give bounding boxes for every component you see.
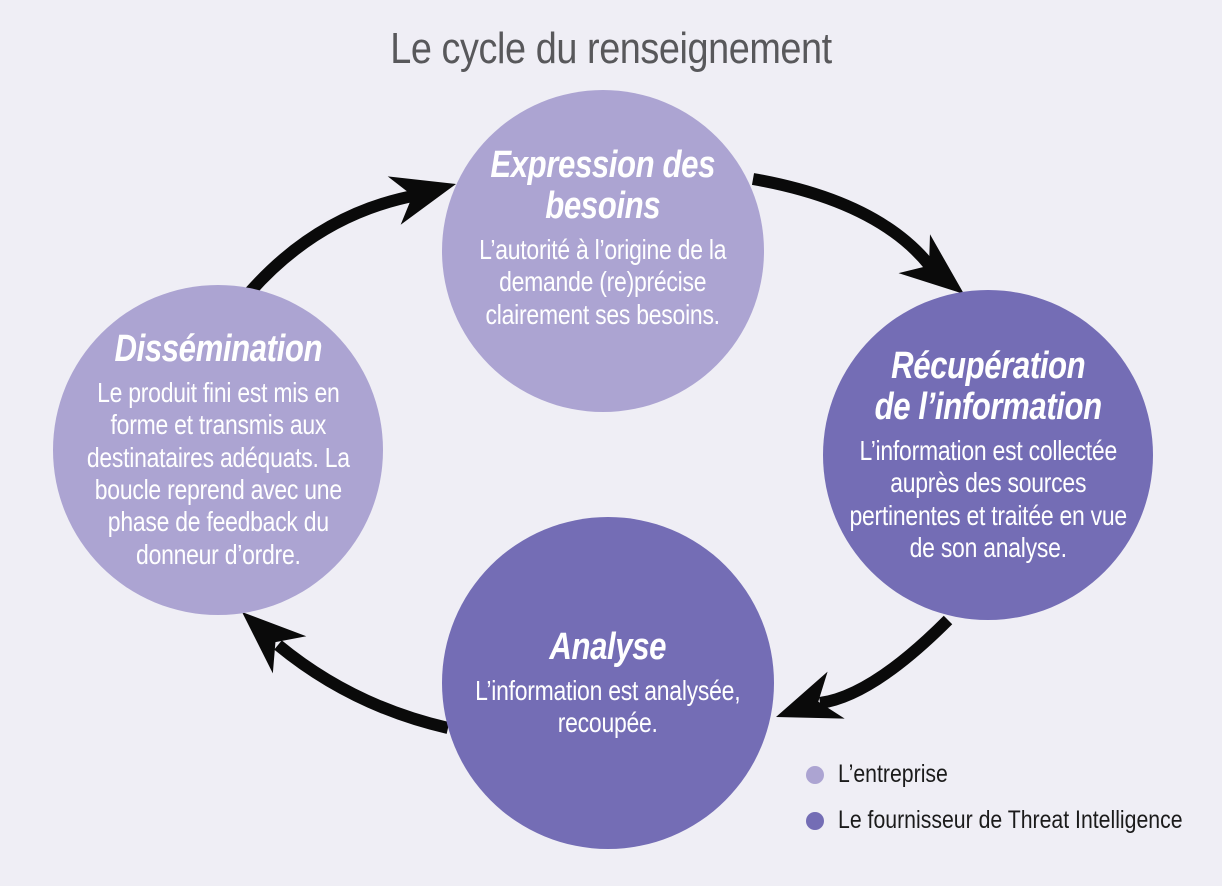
legend-item-fournisseur: Le fournisseur de Threat Intelligence — [806, 806, 1222, 835]
step-recuperation-text: Récupération de l’information L’informat… — [849, 344, 1127, 565]
step-description: L’information est analysée, recoupée. — [475, 674, 741, 739]
step-analyse-text: Analyse L’information est analysée, reco… — [475, 625, 741, 740]
step-expression-des-besoins-circle: Expression des besoins L’autorité à l’or… — [442, 90, 764, 412]
step-title: Analyse — [549, 625, 667, 668]
arrow-dissemination-to-expression-icon — [245, 176, 456, 296]
arrow-recuperation-to-analyse-icon — [776, 615, 953, 719]
legend-label: Le fournisseur de Threat Intelligence — [838, 806, 1183, 834]
step-expression-des-besoins-text: Expression des besoins L’autorité à l’or… — [479, 143, 727, 357]
fournisseur-color-dot-icon — [806, 811, 824, 830]
step-title: Récupération de l’information — [874, 344, 1102, 428]
step-dissemination-text: Dissémination Le produit fini est mis en… — [86, 327, 350, 572]
arrow-analyse-to-dissemination-icon — [242, 612, 450, 734]
step-description: L’autorité à l’origine de la demande (re… — [479, 233, 727, 330]
step-description: L’information est collectée auprès des s… — [849, 434, 1127, 563]
step-dissemination-circle: Dissémination Le produit fini est mis en… — [53, 285, 383, 615]
step-analyse-circle: Analyse L’information est analysée, reco… — [442, 517, 774, 849]
step-description: Le produit fini est mis en forme et tran… — [86, 376, 350, 570]
legend: L’entreprise Le fournisseur de Threat In… — [806, 760, 1222, 835]
legend-label: L’entreprise — [838, 760, 948, 788]
step-title: Dissémination — [114, 327, 322, 370]
entreprise-color-dot-icon — [806, 765, 824, 784]
step-title: Expression des besoins — [490, 143, 716, 227]
arrow-expression-to-recuperation-icon — [751, 173, 964, 294]
step-recuperation-circle: Récupération de l’information L’informat… — [823, 290, 1153, 620]
page-title: Le cycle du renseignement — [390, 24, 832, 73]
legend-item-entreprise: L’entreprise — [806, 760, 1222, 789]
